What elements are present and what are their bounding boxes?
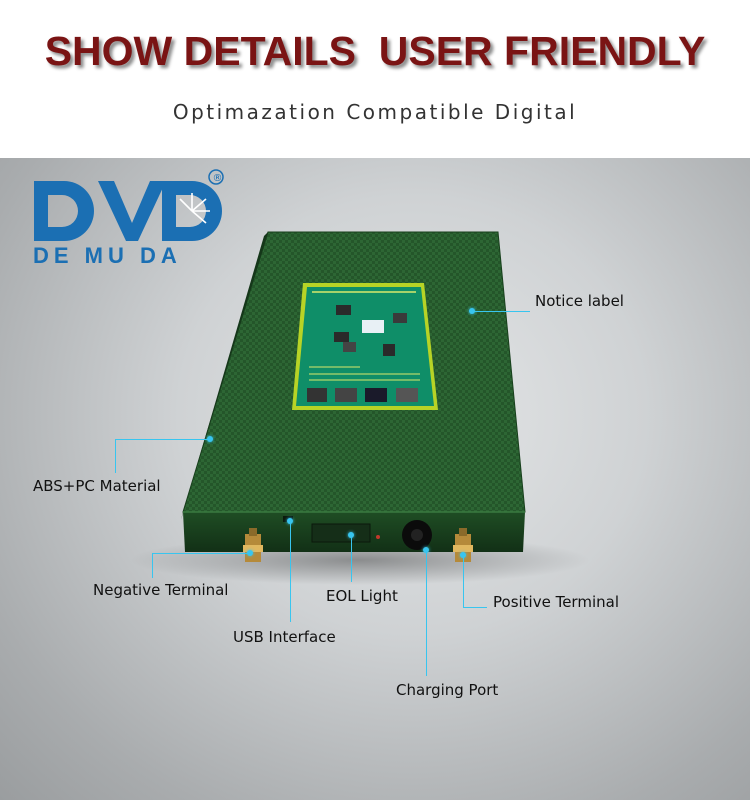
usb-line [290,522,291,622]
negative-terminal-line-v [152,553,153,578]
product-photo [0,158,750,800]
eol-light-callout: EOL Light [326,587,398,605]
notice-label-callout: Notice label [535,292,624,310]
notice-label-line [474,311,530,312]
material-line-h [115,439,209,440]
charging-port-line [426,551,427,676]
usb-interface-callout: USB Interface [233,628,336,646]
subheadline: Optimazation Compatible Digital [172,100,578,124]
positive-terminal-line-h [463,607,487,608]
header-area: SHOW DETAILS USER FRIENDLY Optimazation … [0,0,750,158]
eol-light [311,523,371,543]
notice-label-dot [469,308,475,314]
material-line-v [115,439,116,473]
material-callout: ABS+PC Material [33,477,161,495]
negative-terminal-dot [247,550,253,556]
brand-name: DE MU DA [33,243,182,268]
registered-mark: ® [213,173,223,184]
demuda-logo: ® [34,169,224,241]
headline: SHOW DETAILS USER FRIENDLY [44,28,706,74]
positive-terminal-post [453,528,473,562]
positive-terminal-dot [460,552,466,558]
eol-dot [348,532,354,538]
battery-illustration [130,231,590,585]
positive-terminal-line-v [463,556,464,608]
charging-port-dot [423,547,429,553]
material-dot [207,436,213,442]
positive-terminal-callout: Positive Terminal [493,593,619,611]
charging-port-callout: Charging Port [396,681,499,699]
usb-dot [287,518,293,524]
notice-label-sticker [292,283,438,410]
negative-terminal-line-h [152,553,248,554]
negative-terminal-callout: Negative Terminal [93,581,229,599]
eol-line [351,536,352,582]
